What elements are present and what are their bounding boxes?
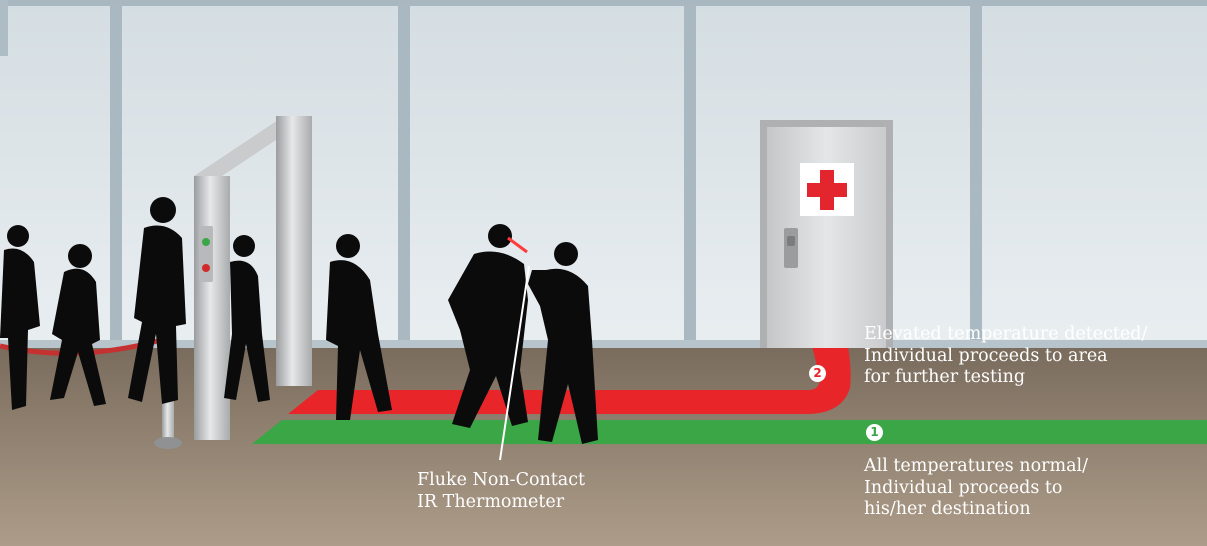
callout-line: Individual proceeds to area <box>864 346 1147 368</box>
callout-2-badge: 2 <box>809 365 826 382</box>
green-indicator-light-icon <box>202 238 210 246</box>
callout-line: his/her destination <box>864 499 1088 521</box>
red-indicator-light-icon <box>202 264 210 272</box>
callout-line: All temperatures normal/ <box>864 456 1088 478</box>
green-path <box>252 420 1207 444</box>
medical-door <box>760 120 893 348</box>
callout-line: Elevated temperature detected/ <box>864 324 1147 346</box>
window-top-strip <box>0 0 1207 6</box>
window-mullion <box>970 6 982 346</box>
callout-line: IR Thermometer <box>417 492 585 514</box>
window-ledge <box>0 0 8 56</box>
callout-1-badge: 1 <box>866 424 883 441</box>
window-mullion <box>684 6 696 346</box>
callout-line: Fluke Non-Contact <box>417 470 585 492</box>
callout-line: for further testing <box>864 367 1147 389</box>
window-mullion <box>398 6 410 346</box>
elevated-temperature-callout: Elevated temperature detected/ Individua… <box>864 324 1147 389</box>
callout-line: Individual proceeds to <box>864 478 1088 500</box>
window-mullion <box>110 6 122 346</box>
normal-temperature-callout: All temperatures normal/ Individual proc… <box>864 456 1088 521</box>
door-handle-icon <box>784 228 798 268</box>
thermometer-callout: Fluke Non-Contact IR Thermometer <box>417 470 585 513</box>
